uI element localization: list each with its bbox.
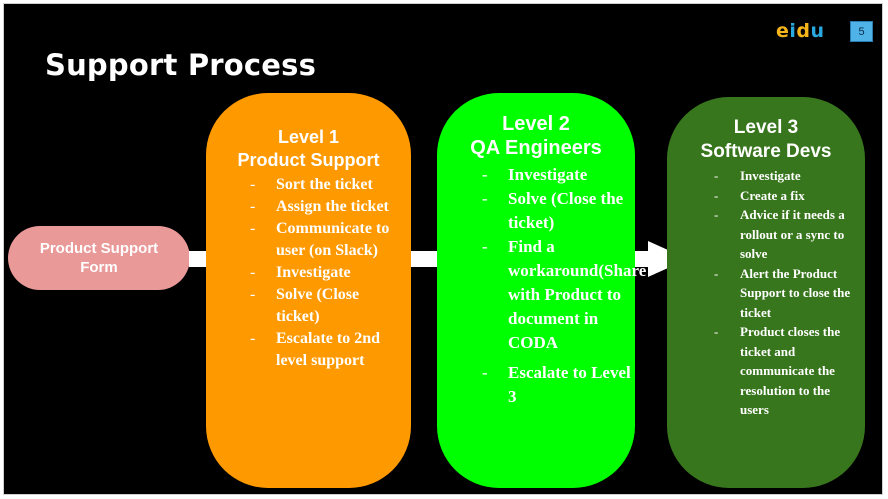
level-1-task-list: Sort the ticket Assign the ticket Commun… bbox=[250, 174, 400, 372]
level-3-task-list: Investigate Create a fix Advice if it ne… bbox=[714, 166, 862, 420]
arrow-right-icon bbox=[622, 241, 688, 277]
slide-title: Support Process bbox=[45, 48, 317, 82]
level-2-task-list: Investigate Solve (Close the ticket) Fin… bbox=[482, 163, 646, 409]
level-2-box: Level 2 QA Engineers Investigate Solve (… bbox=[437, 93, 646, 488]
list-item: Investigate bbox=[250, 262, 400, 284]
list-item: Advice if it needs a rollout or a sync t… bbox=[714, 205, 862, 264]
list-item: Product closes the ticket and communicat… bbox=[714, 322, 862, 420]
form-label-line2: Form bbox=[80, 259, 118, 276]
list-item: Find a workaround(Share with Product to … bbox=[482, 235, 646, 355]
page-number: 5 bbox=[850, 21, 873, 42]
list-item: Escalate to Level 3 bbox=[482, 361, 632, 409]
list-item: Investigate bbox=[714, 166, 862, 186]
level-1-heading: Level 1 Product Support bbox=[237, 127, 380, 170]
level-2-heading: Level 2 QA Engineers bbox=[470, 113, 602, 159]
product-support-form: Product Support Form bbox=[8, 226, 190, 290]
level-3-heading: Level 3 Software Devs bbox=[700, 117, 832, 162]
level-1-box: Level 1 Product Support Sort the ticket … bbox=[206, 93, 411, 488]
list-item: Investigate bbox=[482, 163, 632, 187]
list-item: Alert the Product Support to close the t… bbox=[714, 264, 862, 323]
list-item: Escalate to 2nd level support bbox=[250, 328, 400, 372]
level-3-box: Level 3 Software Devs Investigate Create… bbox=[667, 97, 865, 488]
list-item: Sort the ticket bbox=[250, 174, 400, 196]
list-item: Create a fix bbox=[714, 186, 862, 206]
list-item: Communicate to user (on Slack) bbox=[250, 218, 400, 262]
list-item: Assign the ticket bbox=[250, 196, 400, 218]
form-label-line1: Product Support bbox=[39, 240, 159, 257]
eidu-logo: eidu bbox=[776, 20, 825, 42]
list-item: Solve (Close the ticket) bbox=[482, 187, 632, 235]
list-item: Solve (Close ticket) bbox=[250, 284, 400, 328]
slide: Support Process eidu 5 Product Support F… bbox=[3, 3, 883, 495]
